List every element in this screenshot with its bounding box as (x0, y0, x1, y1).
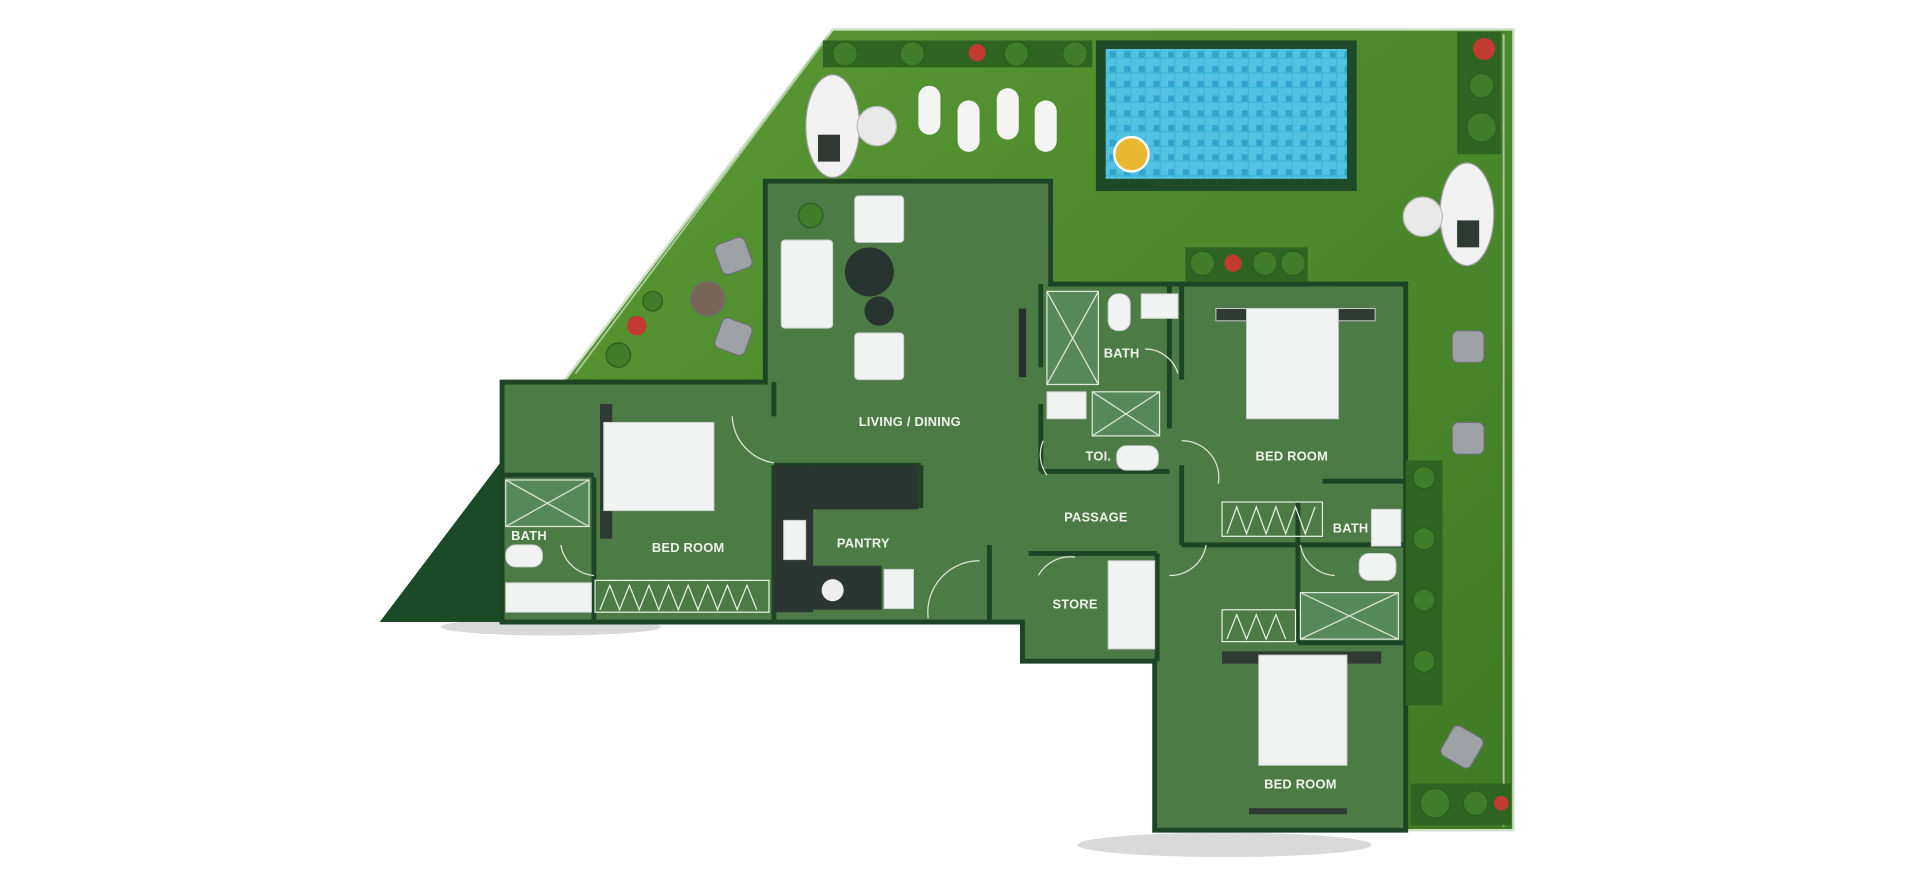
planters (605, 31, 1511, 826)
label-living-dining: LIVING / DINING (859, 414, 961, 429)
label-pantry: PANTRY (837, 535, 890, 550)
beach-ball (1113, 135, 1150, 173)
label-bath-top: BATH (1104, 346, 1140, 361)
label-bath-left: BATH (511, 528, 547, 543)
lounge-pod (805, 74, 1495, 267)
interior-walls (502, 284, 1406, 662)
label-bedroom-right: BED ROOM (1256, 448, 1329, 463)
garden-edge (574, 36, 829, 375)
stepping-stones (918, 85, 1057, 152)
label-bath-right: BATH (1333, 521, 1369, 536)
swimming-pool (1095, 40, 1357, 192)
room-labels: LIVING / DINING BED ROOM BATH PANTRY PAS… (511, 346, 1368, 792)
label-store: STORE (1052, 597, 1097, 612)
door-swings (560, 348, 1335, 619)
label-toilet: TOI. (1085, 448, 1111, 463)
living-furniture (780, 195, 1027, 381)
pantry-counter (773, 465, 919, 613)
label-bedroom-left: BED ROOM (652, 540, 725, 555)
beds (600, 308, 1382, 815)
label-passage: PASSAGE (1064, 510, 1128, 525)
bath-fixtures (505, 290, 1402, 640)
garden-chairs (690, 236, 1485, 769)
wardrobes (594, 501, 1324, 643)
label-bedroom-bottom: BED ROOM (1264, 777, 1337, 792)
